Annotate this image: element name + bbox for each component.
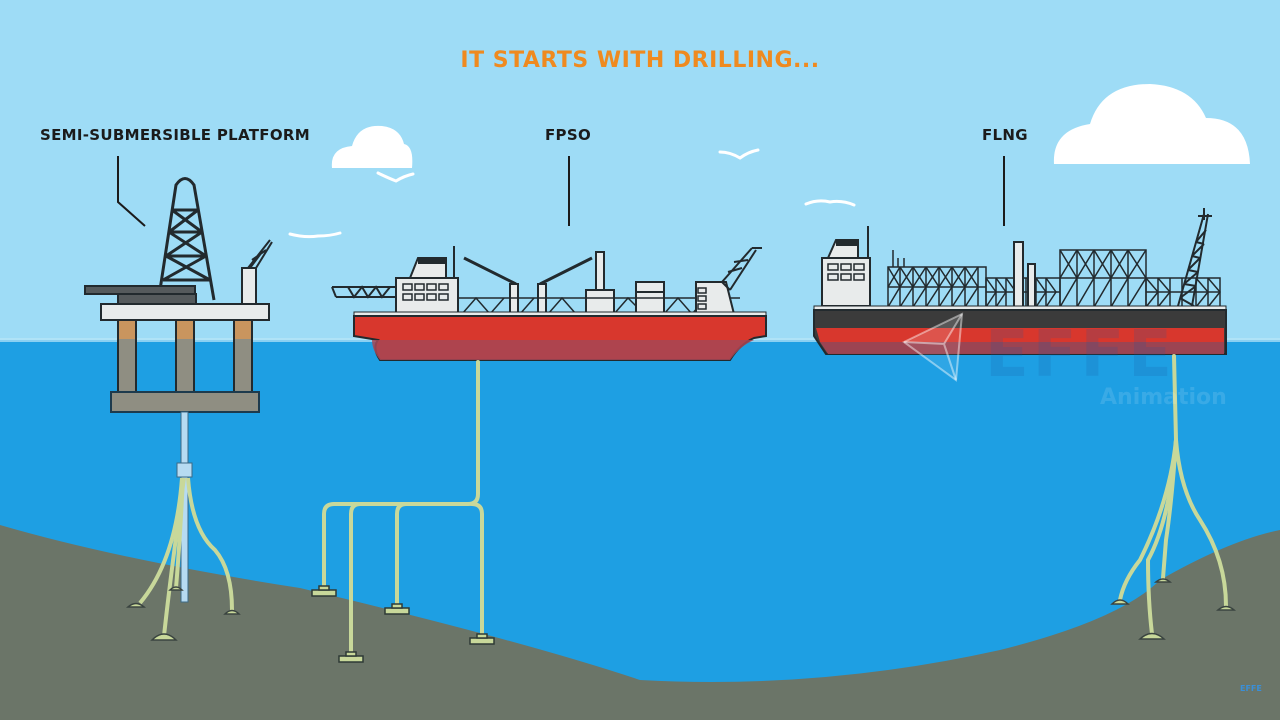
label-leader-lines <box>117 156 1005 227</box>
flng-vessel <box>813 208 1236 640</box>
cloud-icon <box>331 125 413 168</box>
bird-icon <box>288 148 856 239</box>
cloud-icon <box>1053 84 1250 164</box>
seabed <box>0 525 1280 720</box>
derrick-icon <box>158 177 216 301</box>
corner-logo: EFFE <box>1240 684 1262 693</box>
fpso-vessel <box>311 246 767 663</box>
label-semi-submersible-platform: SEMI-SUBMERSIBLE PLATFORM <box>40 126 310 144</box>
label-flng: FLNG <box>982 126 1028 144</box>
watermark-text: EFFE <box>985 318 1176 392</box>
semi-submersible-platform <box>84 177 273 641</box>
label-fpso: FPSO <box>545 126 591 144</box>
scene-title: IT STARTS WITH DRILLING... <box>460 48 820 73</box>
watermark-subtext: Animation <box>1100 385 1227 410</box>
watermark-logo-icon <box>902 312 964 382</box>
